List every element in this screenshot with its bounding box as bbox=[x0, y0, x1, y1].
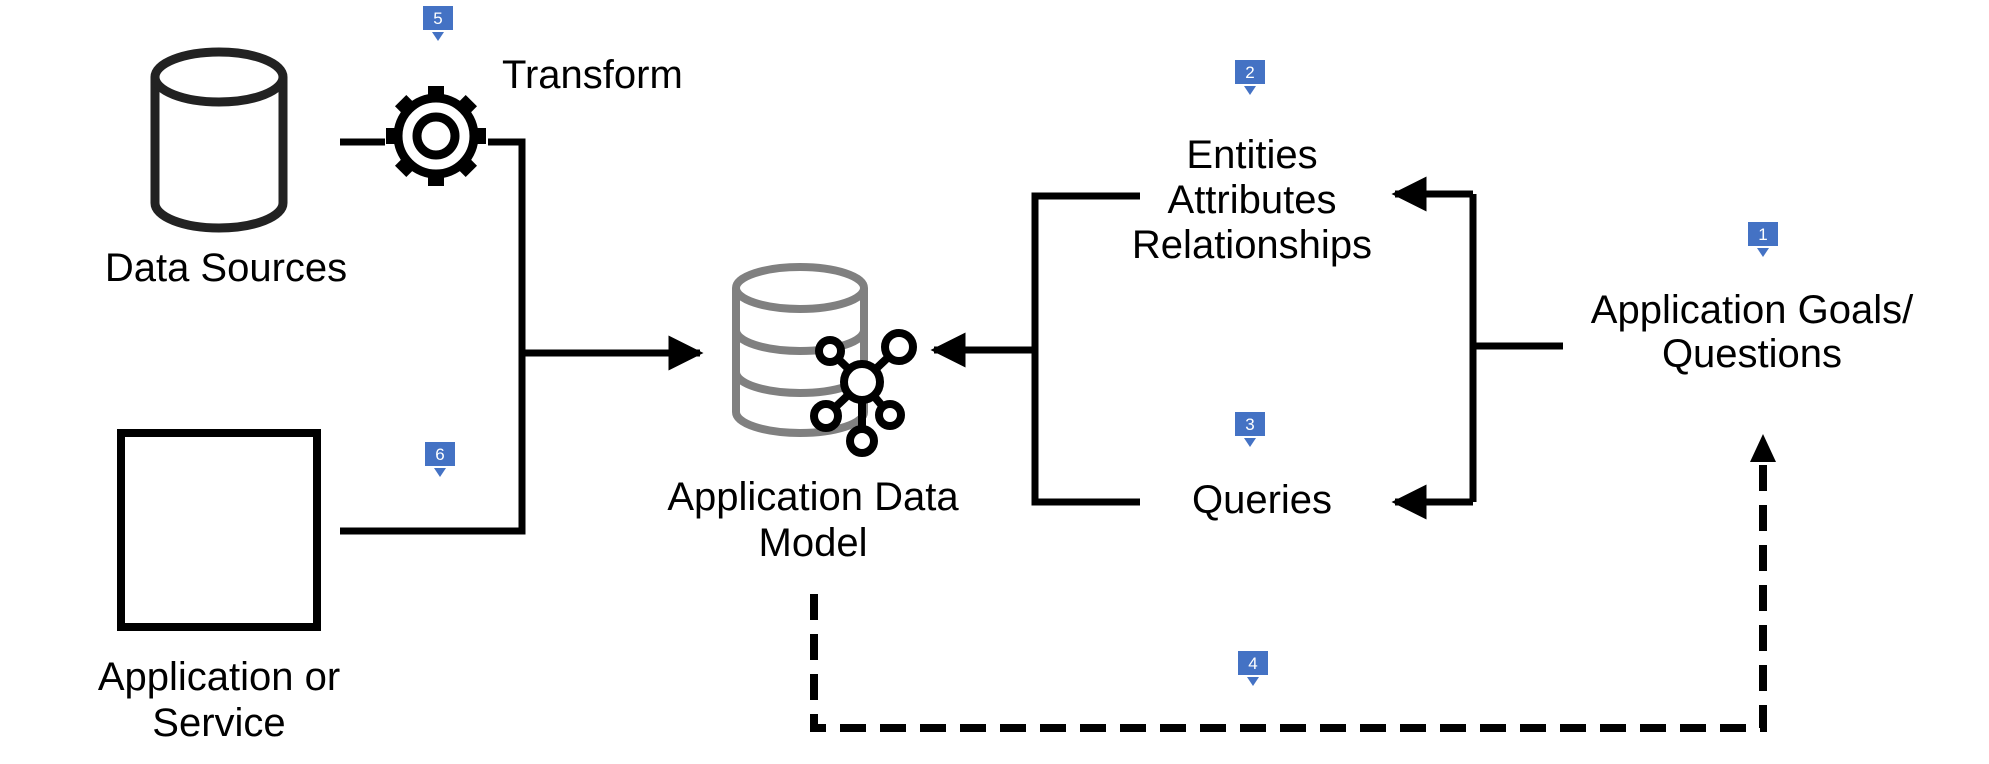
application-service-icon bbox=[117, 429, 321, 631]
svg-text:4: 4 bbox=[1248, 654, 1257, 673]
svg-text:1: 1 bbox=[1758, 225, 1767, 244]
step-marker-1: 1 bbox=[1748, 222, 1778, 257]
application-service-label-line2: Service bbox=[152, 701, 285, 745]
transform-label: Transform bbox=[502, 53, 683, 97]
data-sources-icon bbox=[150, 47, 288, 233]
application-goals-label-line2: Questions bbox=[1662, 332, 1842, 376]
step-marker-3: 3 bbox=[1235, 412, 1265, 447]
svg-text:5: 5 bbox=[433, 9, 442, 28]
step-marker-6: 6 bbox=[425, 442, 455, 477]
step-marker-5: 5 bbox=[423, 6, 453, 41]
gear-icon bbox=[386, 86, 486, 186]
step-marker-2: 2 bbox=[1235, 60, 1265, 95]
entities-label: Entities bbox=[1186, 133, 1317, 177]
application-service-label-line1: Application or bbox=[98, 655, 340, 699]
queries-label: Queries bbox=[1192, 478, 1332, 522]
feedback-loop-connector bbox=[810, 434, 1776, 732]
svg-text:6: 6 bbox=[435, 445, 444, 464]
application-data-model-label-line1: Application Data bbox=[667, 475, 959, 519]
svg-text:2: 2 bbox=[1245, 63, 1254, 82]
svg-text:3: 3 bbox=[1245, 415, 1254, 434]
sources-connector bbox=[340, 138, 704, 535]
middle-bracket-connector bbox=[930, 192, 1140, 506]
step-marker-4: 4 bbox=[1238, 651, 1268, 686]
data-sources-label: Data Sources bbox=[105, 246, 347, 290]
application-goals-label-line1: Application Goals/ bbox=[1591, 288, 1914, 332]
attributes-label: Attributes bbox=[1168, 178, 1337, 222]
application-data-model-label-line2: Model bbox=[759, 521, 868, 565]
database-network-icon bbox=[732, 263, 917, 457]
relationships-label: Relationships bbox=[1132, 223, 1372, 267]
right-bracket-connector bbox=[1391, 176, 1563, 520]
